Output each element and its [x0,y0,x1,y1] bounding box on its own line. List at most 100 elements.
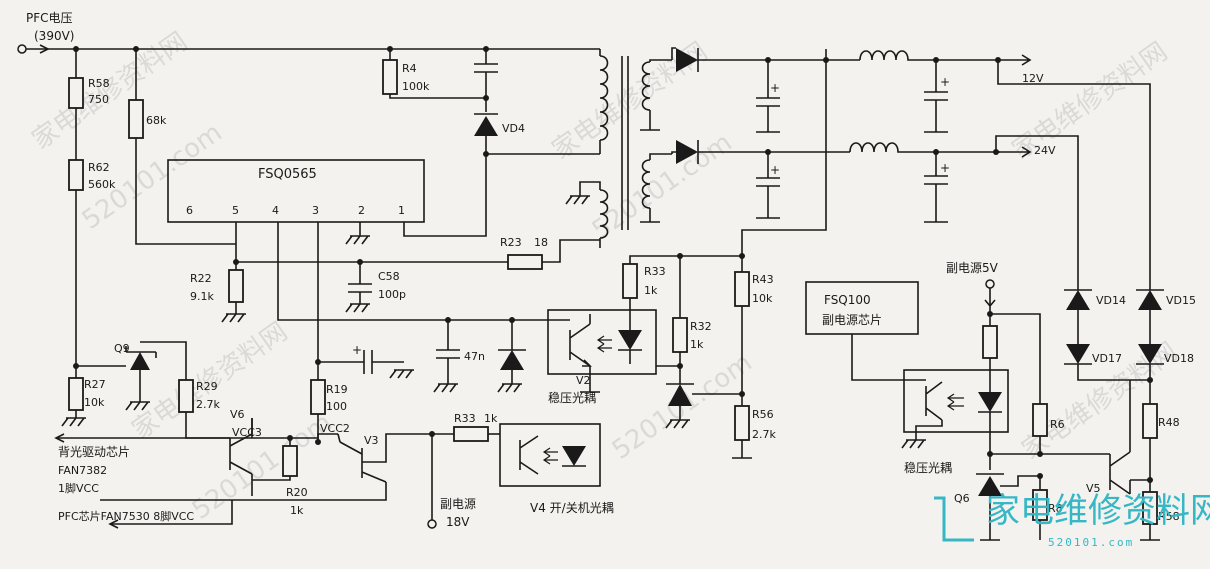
r23-label: R23 [500,236,522,249]
r4-label: R4 [402,62,417,75]
standby-section: 副电源5V FSQ100 副电源芯片 稳压光耦 R6 Q6 R8 [805,261,1131,541]
r4-value: 100k [402,80,430,93]
aux5v-terminal [985,279,995,289]
r68k-value: 68k [146,114,167,127]
resistor-r32 [672,317,688,353]
output-24v-label: 24V [1034,144,1056,157]
ground-icon [665,383,694,429]
resistor-r20 [282,445,298,477]
v6-label: V6 [230,408,245,421]
pfc-voltage-label: PFC电压 [26,11,73,25]
plus-sign: + [770,81,780,95]
r20-label: R20 [286,486,308,499]
r29-label: R29 [196,380,218,393]
output-12v: + + 12V [671,47,1151,290]
resistor-r58 [68,77,84,109]
light-arrow-icon [542,447,558,465]
vd17-label: VD17 [1092,352,1122,365]
q6-label: Q6 [954,492,970,505]
output-24v: + + 24V [671,135,1079,290]
watermark-text: 家电维修资料网 [1007,37,1173,166]
primary-winding [599,49,609,154]
aux-power-label: 副电源 [440,497,476,511]
c58-value: 100p [378,288,406,301]
resistor-r43 [734,271,750,307]
transistor-v3 [337,433,387,483]
c47n-value: 47n [464,350,485,363]
led-v4-icon [562,446,586,466]
plus-sign: + [770,163,780,177]
aux-18v-label: 18V [446,515,470,529]
ground-icon [61,410,86,427]
plus-sign: + [940,75,950,89]
right-opto-caption: 稳压光耦 [904,460,952,475]
ic-body [167,159,425,223]
tl431-q6-icon [978,476,1002,496]
resistor-r22 [228,269,244,303]
zener-q9-icon [130,352,150,370]
resistor-68k-branch: 68k [128,49,236,245]
site-logo: 家电维修资料网 520101.com [934,491,1210,549]
snubber-r4-vd4: R4 100k VD4 [382,49,600,157]
resistor-r4 [382,59,398,95]
transformer-core [621,56,629,230]
r27-label: R27 [84,378,106,391]
watermark-url: 520101.com [187,408,338,526]
divider-r58-r62: R58 750 R62 560k R27 10k [61,49,116,427]
v5-label: V5 [1086,482,1101,495]
r27-value: 10k [84,396,105,409]
r22-label: R22 [190,272,212,285]
diode-vd17 [1066,344,1090,364]
pfc-input: PFC电压 (390V) [17,11,600,54]
r29-value: 2.7k [196,398,220,411]
pin3-vcc-network: + R19 100 VCC2 [310,343,414,445]
backlight-chip-label: 背光驱动芯片 [58,445,130,459]
vcc2-label: VCC2 [320,422,350,435]
zener-diode-icon [500,350,524,370]
light-arrow-icon [946,393,964,411]
capacitor-vcc [318,350,414,379]
fsq100-box [805,281,919,335]
transformer [565,49,672,248]
logo-bracket-icon [934,496,974,542]
arrow-24v-icon [996,146,1032,158]
diode-vd4-icon [474,116,498,136]
optocoupler-v4-body [499,423,601,487]
backlight-pin-label: 1脚VCC [58,481,99,495]
q9-label: Q9 [114,342,130,355]
resistor-r62 [68,159,84,191]
led-right-icon [978,392,1002,412]
ic-pin-6: 6 [186,204,193,217]
snubber-capacitor [474,49,498,98]
transistor-v6 [229,418,253,496]
zener-vd15 [1138,290,1162,310]
ic-pin-2: 2 [358,204,365,217]
resistor-r56 [734,405,750,441]
led-icon [618,330,642,350]
optocoupler-right-body [903,369,1009,433]
vd14-label: VD14 [1096,294,1126,307]
r32-label: R32 [690,320,712,333]
v2-caption: 稳压光耦 [548,390,596,405]
light-arrow-icon [596,335,612,353]
secondary-feedback: R33 1k R32 1k R43 10k R56 2.7k [622,49,827,459]
aux5v-label: 副电源5V [946,261,999,275]
r58-value: 750 [88,93,109,106]
filter-cap-12v-b [924,60,948,133]
ground-icon [497,349,526,393]
ground-icon [221,302,246,323]
r32-value: 1k [690,338,704,351]
backlight-chip-model: FAN7382 [58,464,107,477]
r33a-label: R33 [644,265,666,278]
v4-caption: V4 开/关机光耦 [530,501,614,515]
ground-icon [345,222,370,245]
arrow-left-icon [108,519,119,529]
logo-url: 520101.com [1048,536,1134,549]
ic-name: FSQ0565 [258,167,317,182]
pin4-feedback: 47n [433,317,526,393]
phototransistor-right [901,381,943,449]
r19-label: R19 [326,383,348,396]
vcc3-label: VCC3 [232,426,262,439]
ic-pin-3: 3 [312,204,319,217]
